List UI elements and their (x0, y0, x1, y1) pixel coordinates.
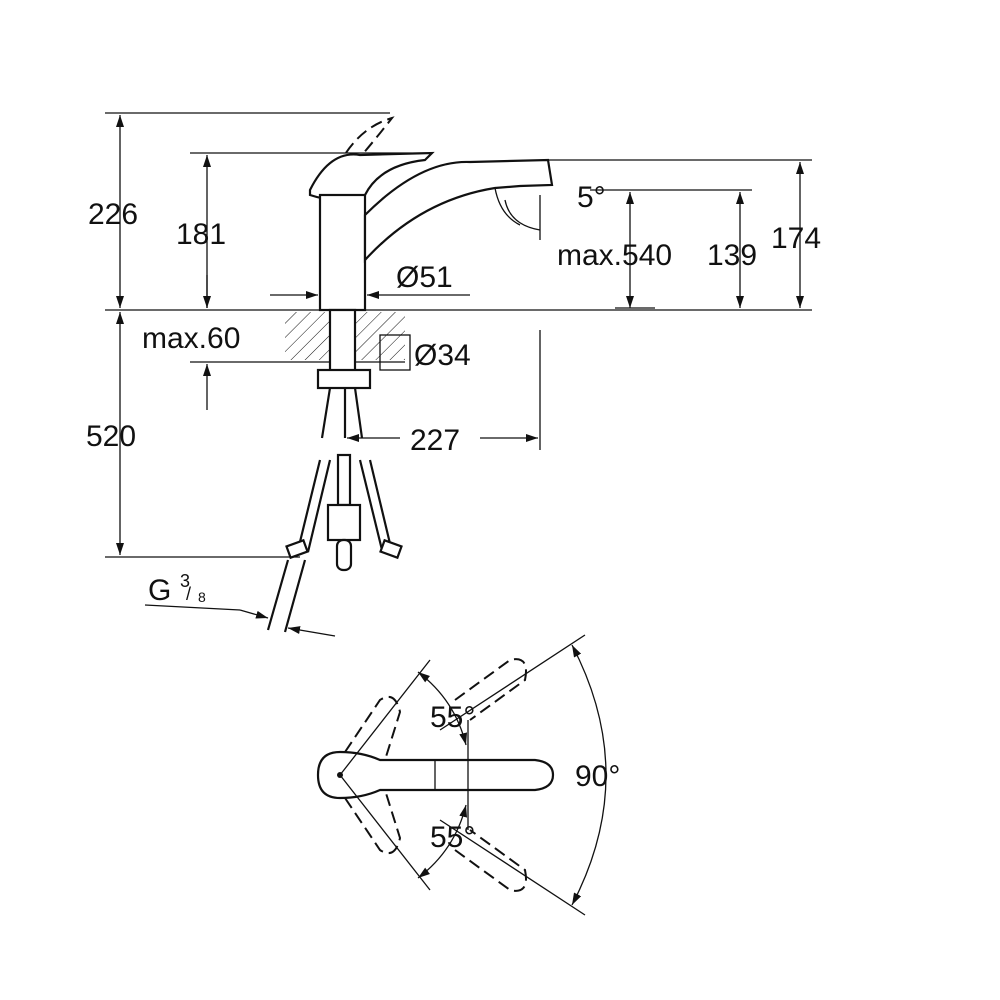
dim-max-height: max.540 (557, 239, 672, 272)
dim-lever-angle-right: 55° (430, 821, 475, 854)
lever-top-view (316, 634, 607, 916)
dim-body-diameter: Ø51 (396, 261, 453, 294)
dim-spout-angle: 5° (577, 181, 606, 214)
dimension-lines (116, 115, 804, 637)
dim-total-height: 226 (88, 198, 138, 231)
dim-spout-reach: 227 (410, 424, 460, 457)
thread-g: G (148, 574, 171, 607)
extension-lines (105, 112, 812, 558)
dim-max-counter: max.60 (142, 322, 240, 355)
faucet-side-view (266, 116, 554, 633)
dim-hose-length: 520 (86, 420, 136, 453)
svg-text:/: / (186, 584, 191, 604)
dim-spout-top-height: 174 (771, 222, 821, 255)
dim-body-height: 181 (176, 218, 226, 251)
dim-connection-thread: G 3 / 8 (148, 571, 206, 607)
dim-lever-angle-left: 55° (430, 701, 475, 734)
dim-spout-height: 139 (707, 239, 757, 272)
dim-hole-diameter: Ø34 (414, 339, 471, 372)
thread-sub: 8 (198, 589, 206, 605)
dim-lever-total-angle: 90° (575, 760, 620, 793)
thread-sup: 3 (180, 571, 190, 591)
